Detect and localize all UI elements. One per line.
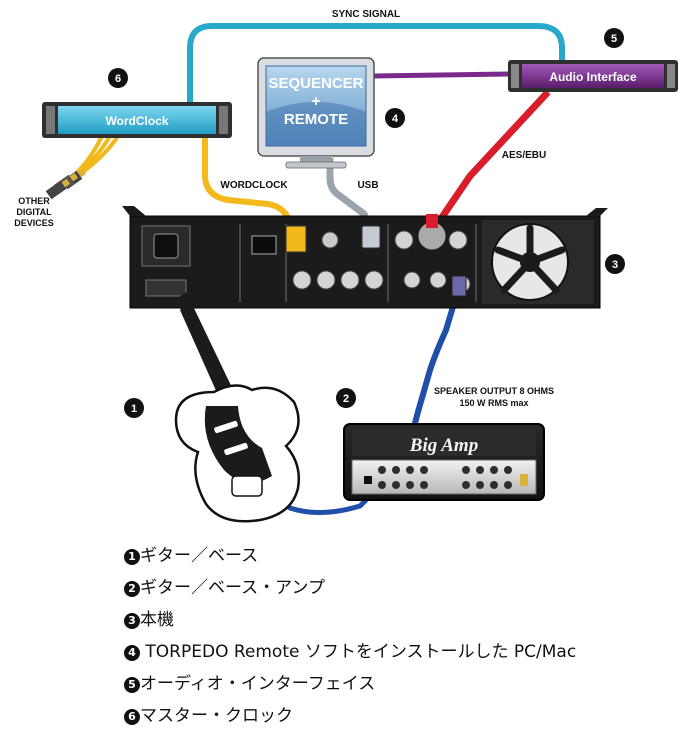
usb-cable xyxy=(326,158,376,236)
audio-interface-device: Audio Interface xyxy=(508,60,678,92)
torpedo-unit-rear-panel xyxy=(122,206,608,309)
legend-number-5: 5 xyxy=(124,677,140,693)
legend-text-3: 本機 xyxy=(140,610,174,630)
legend-text-6: マスター・クロック xyxy=(140,706,293,726)
svg-text:3: 3 xyxy=(612,259,618,271)
badge-5: 5 xyxy=(604,28,624,48)
guitar xyxy=(174,290,300,523)
big-amp: Big Amp xyxy=(343,423,545,501)
legend-text-1: ギター／ベース xyxy=(140,546,259,566)
speaker-output-label-1: SPEAKER OUTPUT 8 OHMS xyxy=(434,386,554,396)
sync-signal-label: SYNC SIGNAL xyxy=(332,9,400,20)
legend-text-5: オーディオ・インターフェイス xyxy=(140,674,376,694)
sequencer-monitor: SEQUENCER + REMOTE xyxy=(257,57,375,169)
svg-text:5: 5 xyxy=(611,33,617,45)
aes-ebu-label: AES/EBU xyxy=(502,150,546,161)
legend-number-4: 4 xyxy=(124,645,140,661)
aes-ebu-cable xyxy=(433,89,551,228)
legend-number-2: 2 xyxy=(124,581,140,597)
other-devices-label-3: DEVICES xyxy=(14,218,54,228)
monitor-line-1: SEQUENCER xyxy=(268,75,363,92)
bnc-connectors xyxy=(45,168,87,200)
other-devices-label-1: OTHER xyxy=(18,196,50,206)
badge-1: 1 xyxy=(124,398,144,418)
monitor-line-3: REMOTE xyxy=(284,111,348,128)
sync-cable xyxy=(187,23,565,102)
wordclock-plug xyxy=(285,225,307,253)
legend-number-1: 1 xyxy=(124,549,140,565)
monitor-line-2: + xyxy=(312,93,321,110)
legend-text-2: ギター／ベース・アンプ xyxy=(140,578,325,598)
speaker-plug xyxy=(451,275,467,297)
other-devices-label-2: DIGITAL xyxy=(16,207,52,217)
audio-interface-label: Audio Interface xyxy=(549,70,637,84)
usb-plug xyxy=(361,225,381,249)
connection-diagram: SEQUENCER + REMOTE WordClock Audio Inter… xyxy=(14,9,678,523)
badge-2: 2 xyxy=(336,388,356,408)
wordclock-label: WordClock xyxy=(105,114,168,128)
amp-label: Big Amp xyxy=(409,435,478,456)
badge-3: 3 xyxy=(605,254,625,274)
svg-text:2: 2 xyxy=(343,393,349,405)
speaker-output-label-2: 150 W RMS max xyxy=(459,398,528,408)
wordclock-device: WordClock xyxy=(42,102,232,138)
speaker-cable xyxy=(411,289,461,429)
aes-ebu-plug xyxy=(417,214,447,251)
badge-6: 6 xyxy=(108,68,128,88)
svg-text:6: 6 xyxy=(115,73,121,85)
usb-label: USB xyxy=(357,180,378,191)
badge-4: 4 xyxy=(385,108,405,128)
svg-text:4: 4 xyxy=(392,113,399,125)
svg-text:1: 1 xyxy=(131,403,137,415)
legend-number-3: 3 xyxy=(124,613,140,629)
midi-link-cable xyxy=(371,71,513,79)
wordclock-cable-label: WORDCLOCK xyxy=(220,180,288,191)
legend-item-computer: 4 TORPEDO Remote ソフトをインストールした PC/Mac xyxy=(124,636,684,668)
legend-text-4: TORPEDO Remote ソフトをインストールした PC/Mac xyxy=(140,642,577,662)
legend-number-6: 6 xyxy=(124,709,140,725)
